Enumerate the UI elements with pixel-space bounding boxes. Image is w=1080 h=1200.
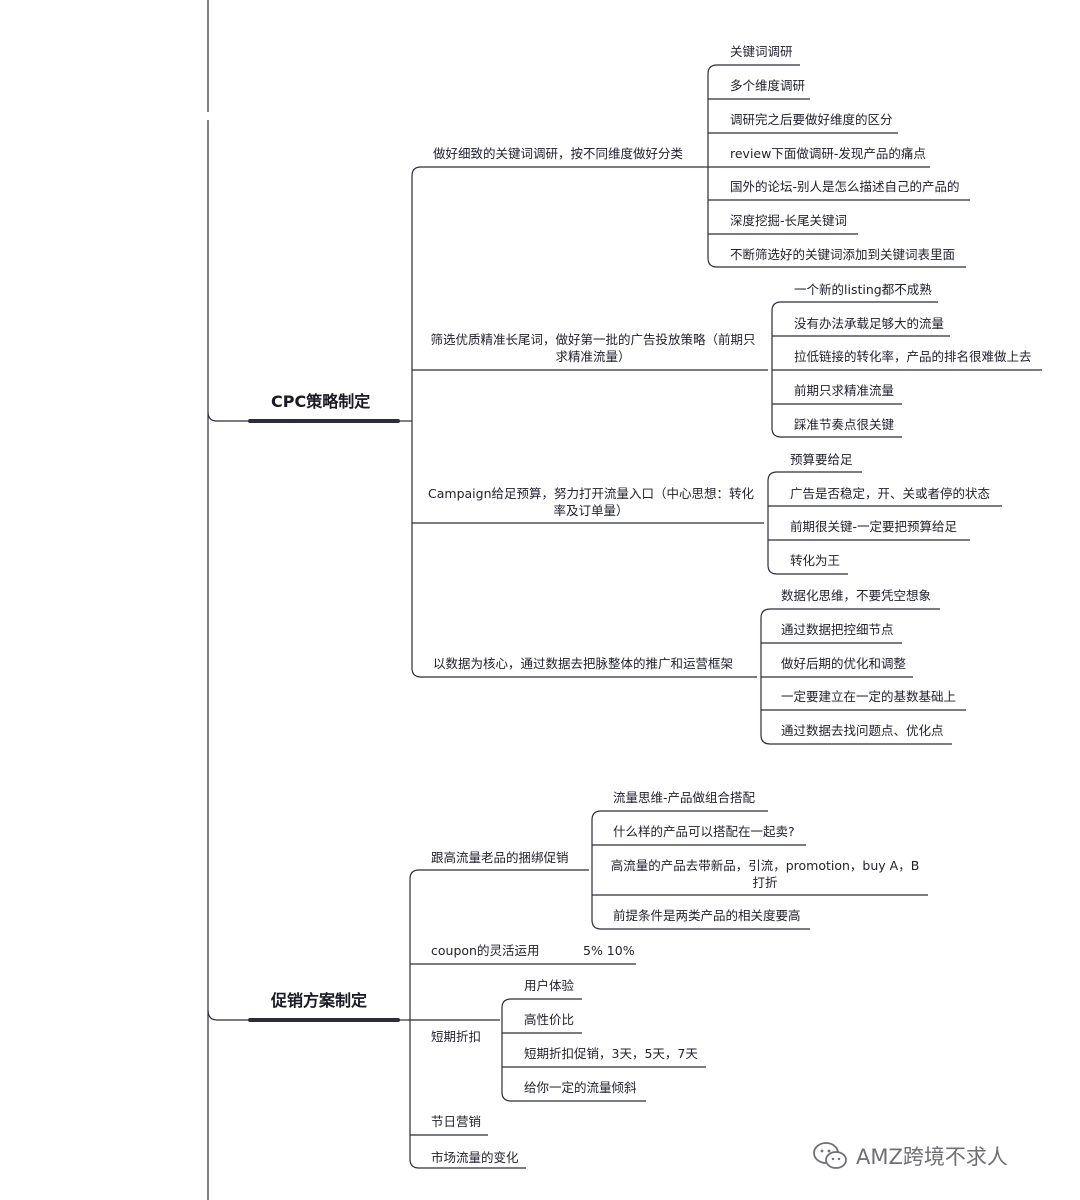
subtopic-item: 关键词调研	[730, 44, 793, 59]
subtopic-item: 给你一定的流量倾斜	[524, 1080, 637, 1095]
branch-title-cpc: CPC策略制定	[271, 392, 371, 411]
subtopic-item: 广告是否稳定，开、关或者停的状态	[790, 486, 991, 501]
subtopic-item: 深度挖掘-长尾关键词	[730, 213, 848, 228]
topic-coupon: coupon的灵活运用	[431, 943, 540, 958]
topic-campaign-budget: Campaign给足预算，努力打开流量入口（中心思想：转化率及订单量）	[428, 486, 754, 518]
subtopic-item: 通过数据去找问题点、优化点	[781, 723, 944, 738]
subtopic-item: 5% 10%	[583, 943, 635, 958]
subtopic-item: 前提条件是两类产品的相关度要高	[613, 908, 801, 923]
subtopic-item: 用户体验	[524, 978, 575, 993]
wechat-icon	[813, 1142, 847, 1169]
subtopic-item: 拉低链接的转化率，产品的排名很难做上去	[794, 349, 1032, 364]
subtopic-item: 预算要给足	[790, 452, 853, 467]
subtopic-item: 高流量的产品去带新品，引流，promotion，buy A，B打折	[610, 858, 920, 890]
branch-title-promotion: 促销方案制定	[271, 991, 368, 1010]
subtopic-item: 做好后期的优化和调整	[781, 656, 907, 671]
subtopic-item: 数据化思维，不要凭空想象	[781, 588, 932, 603]
subtopic-item: 前期很关键-一定要把预算给足	[790, 519, 958, 534]
subtopic-item: 短期折扣促销，3天，5天，7天	[524, 1046, 698, 1061]
watermark-text: AMZ跨境不求人	[856, 1145, 1008, 1169]
subtopic-item: 流量思维-产品做组合搭配	[613, 790, 756, 805]
topic-data-core: 以数据为核心，通过数据去把脉整体的推广和运营框架	[433, 656, 734, 671]
subtopic-item: 国外的论坛-别人是怎么描述自己的产品的	[730, 179, 960, 194]
subtopic-item: 踩准节奏点很关键	[794, 417, 895, 432]
topic-long-tail-keywords: 筛选优质精准长尾词，做好第一批的广告投放策略（前期只求精准流量）	[430, 332, 756, 364]
subtopic-item: 一定要建立在一定的基数基础上	[781, 689, 957, 704]
subtopic-item: 什么样的产品可以搭配在一起卖?	[613, 824, 795, 839]
subtopic-item: 调研完之后要做好维度的区分	[730, 112, 893, 127]
subtopic-item: 多个维度调研	[730, 78, 806, 93]
topic-holiday-marketing: 节日营销	[431, 1114, 482, 1129]
watermark: AMZ跨境不求人	[812, 1136, 1052, 1176]
subtopic-item: 没有办法承载足够大的流量	[794, 316, 945, 331]
topic-short-discount: 短期折扣	[431, 1029, 482, 1044]
subtopic-item: 一个新的listing都不成熟	[794, 282, 932, 297]
subtopic-item: review下面做调研-发现产品的痛点	[730, 146, 926, 161]
subtopic-item: 通过数据把控细节点	[781, 622, 894, 637]
subtopic-item: 不断筛选好的关键词添加到关键词表里面	[730, 247, 956, 262]
topic-bundle-promotion: 跟高流量老品的捆绑促销	[431, 850, 569, 865]
subtopic-item: 转化为王	[790, 553, 841, 568]
subtopic-item: 前期只求精准流量	[794, 383, 895, 398]
topic-keyword-research: 做好细致的关键词调研，按不同维度做好分类	[433, 146, 684, 161]
subtopic-item: 高性价比	[524, 1012, 575, 1027]
topic-market-traffic: 市场流量的变化	[431, 1150, 519, 1165]
